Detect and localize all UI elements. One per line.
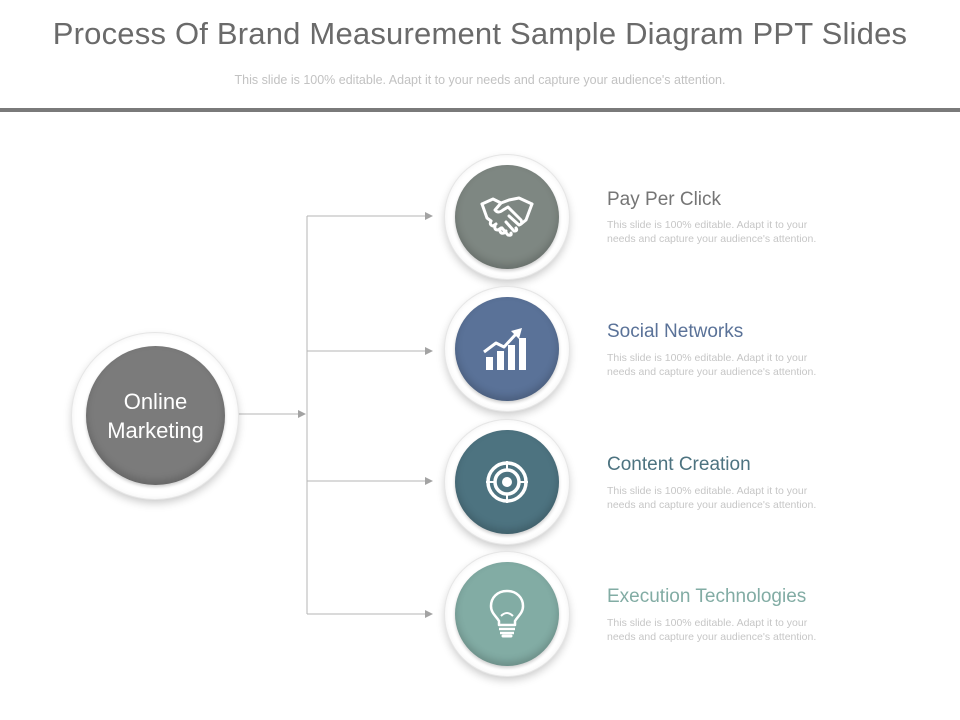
center-label-line2: Marketing bbox=[107, 417, 204, 443]
item-4-description: This slide is 100% editable. Adapt it to… bbox=[607, 616, 867, 644]
center-label-line1: Online bbox=[123, 388, 188, 414]
lightbulb-icon bbox=[489, 589, 525, 638]
item-2-disc bbox=[455, 297, 559, 401]
center-node: Online Marketing bbox=[86, 346, 225, 485]
item-2-desc-line1: This slide is 100% editable. Adapt it to… bbox=[607, 352, 808, 364]
item-4-disc bbox=[455, 562, 559, 666]
item-1-title: Pay Per Click bbox=[607, 189, 722, 210]
item-2-description: This slide is 100% editable. Adapt it to… bbox=[607, 351, 867, 379]
item-3-desc-line2: needs and capture your audience's attent… bbox=[607, 499, 817, 511]
item-1-description: This slide is 100% editable. Adapt it to… bbox=[607, 218, 867, 246]
item-4-title: Execution Technologies bbox=[607, 586, 807, 607]
target-icon bbox=[486, 461, 528, 503]
item-3-disc bbox=[455, 430, 559, 534]
item-3-description: This slide is 100% editable. Adapt it to… bbox=[607, 484, 867, 512]
header-divider bbox=[0, 108, 960, 112]
growth-chart-icon bbox=[483, 328, 526, 370]
item-3-title: Content Creation bbox=[607, 454, 751, 475]
item-1-desc-line2: needs and capture your audience's attent… bbox=[607, 233, 817, 245]
slide-title: Process Of Brand Measurement Sample Diag… bbox=[52, 16, 908, 51]
slide-subtitle: This slide is 100% editable. Adapt it to… bbox=[234, 73, 726, 87]
item-4-desc-line1: This slide is 100% editable. Adapt it to… bbox=[607, 617, 808, 629]
item-3-desc-line1: This slide is 100% editable. Adapt it to… bbox=[607, 485, 808, 497]
handshake-icon bbox=[480, 196, 534, 237]
item-2-desc-line2: needs and capture your audience's attent… bbox=[607, 366, 817, 378]
item-1-desc-line1: This slide is 100% editable. Adapt it to… bbox=[607, 219, 808, 231]
item-1-disc bbox=[455, 165, 559, 269]
center-node-label: Online Marketing bbox=[96, 387, 216, 445]
item-4-desc-line2: needs and capture your audience's attent… bbox=[607, 631, 817, 643]
item-2-title: Social Networks bbox=[607, 321, 744, 342]
